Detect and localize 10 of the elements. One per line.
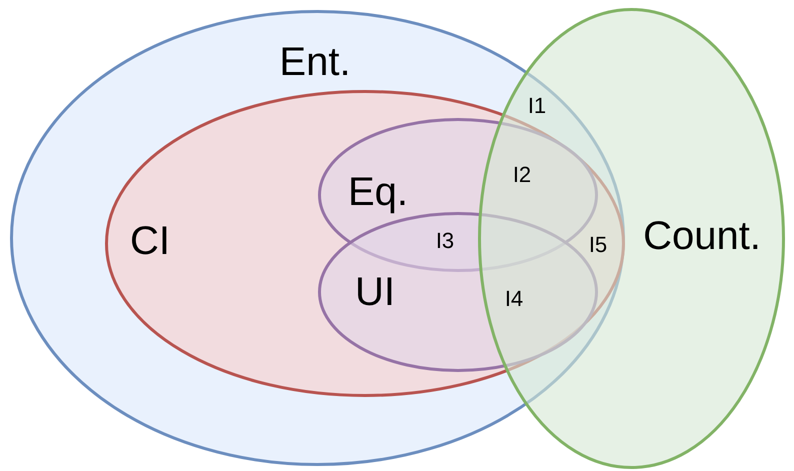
region-label: I3	[436, 230, 454, 252]
set-label: Eq.	[348, 172, 408, 212]
region-label: I2	[512, 164, 532, 186]
set-label: CI	[130, 221, 170, 261]
set-label: UI	[355, 272, 395, 312]
region-label: I5	[588, 234, 608, 256]
set-label: Ent.	[279, 42, 351, 82]
region-label: I1	[528, 95, 546, 117]
region-label: I4	[504, 288, 524, 310]
set-label: Count.	[643, 216, 761, 256]
